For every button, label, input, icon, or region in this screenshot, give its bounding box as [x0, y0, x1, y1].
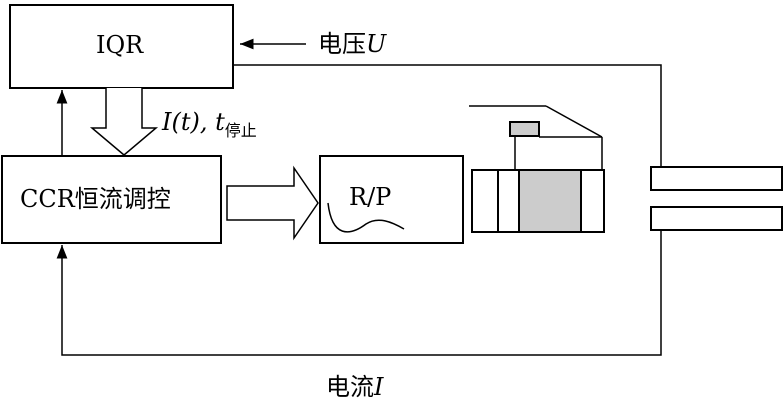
electrode-top — [650, 166, 783, 191]
rp-label: R/P — [349, 183, 392, 211]
voltage-feedback-line — [233, 64, 662, 167]
current-symbol: I — [374, 373, 384, 401]
ccr-block — [1, 155, 222, 244]
iqr-block — [9, 4, 234, 89]
device — [469, 105, 605, 233]
time-signal-label: I(t), t停止 — [162, 108, 257, 139]
voltage-symbol: U — [366, 30, 387, 58]
voltage-cn: 电压 — [318, 30, 366, 58]
ccr-prefix: CCR — [20, 185, 75, 213]
time-signal-sub: 停止 — [224, 121, 257, 140]
current-label: 电流I — [326, 375, 383, 399]
ccr-to-rp-hollow-arrow — [226, 165, 319, 241]
rp-block — [319, 155, 464, 244]
electrode-bottom — [650, 206, 783, 231]
current-cn: 电流 — [326, 373, 374, 401]
ccr-label: CCR恒流调控 — [20, 187, 171, 211]
device-handle — [509, 121, 540, 137]
voltage-label: 电压U — [318, 32, 386, 56]
current-feedback-line — [56, 230, 662, 356]
time-signal-main: I(t), t — [162, 108, 225, 136]
iqr-label: IQR — [96, 31, 144, 59]
rp-curve — [327, 202, 405, 233]
device-insert — [518, 169, 582, 233]
iqr-to-ccr-hollow-arrow — [89, 88, 159, 156]
ccr-cn: 恒流调控 — [74, 185, 171, 213]
